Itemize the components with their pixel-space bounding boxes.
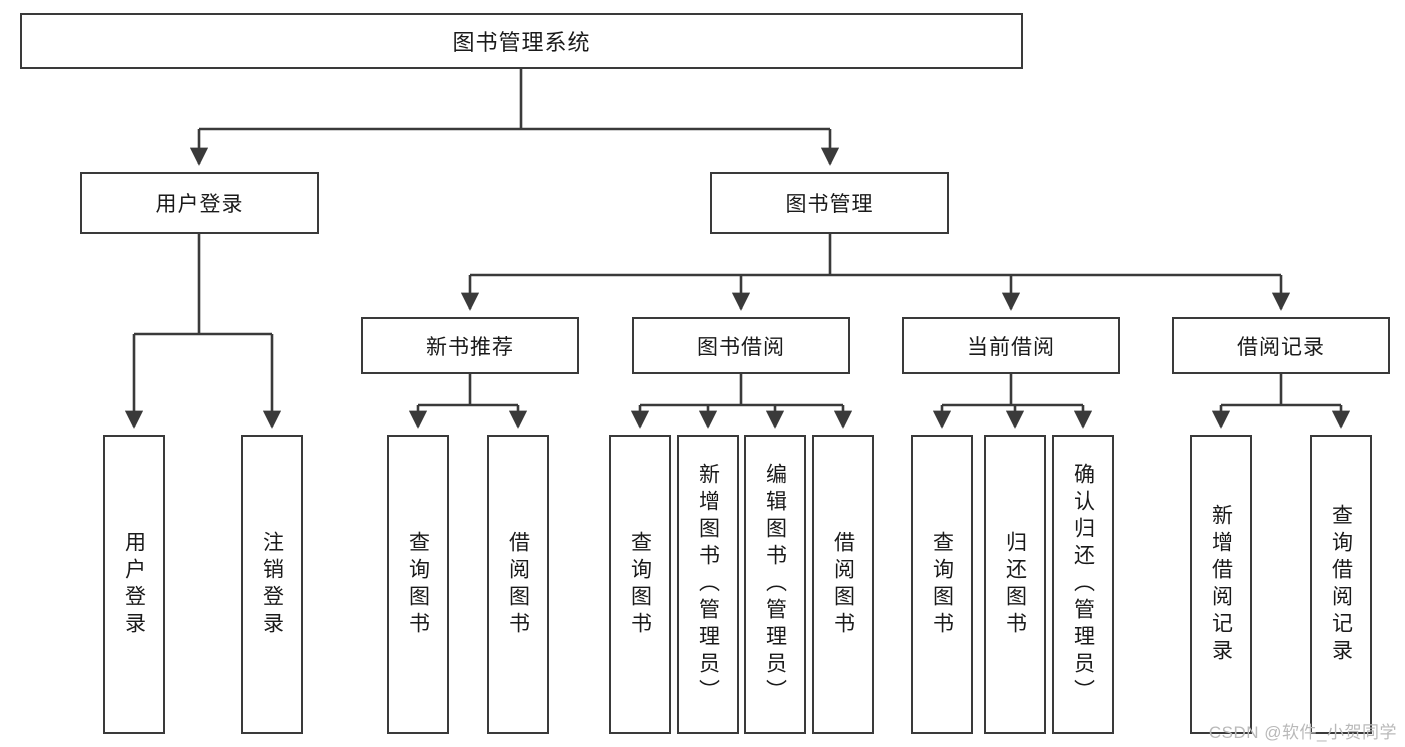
node-leaf-query-book-3[interactable]: 查询图书 <box>911 435 973 734</box>
node-label: 新书推荐 <box>426 335 514 359</box>
node-label: 借阅图书 <box>831 530 855 639</box>
node-leaf-query-record[interactable]: 查询借阅记录 <box>1310 435 1372 734</box>
node-leaf-confirm-return[interactable]: 确认归还（管理员） <box>1052 435 1114 734</box>
node-user-login[interactable]: 用户登录 <box>80 172 319 234</box>
node-leaf-return-book[interactable]: 归还图书 <box>984 435 1046 734</box>
node-label: 用户登录 <box>155 193 244 216</box>
node-leaf-user-login[interactable]: 用户登录 <box>103 435 165 734</box>
node-label: 图书借阅 <box>697 335 785 359</box>
node-label: 借阅记录 <box>1237 335 1325 359</box>
node-label: 图书管理 <box>785 193 874 216</box>
node-book-borrow[interactable]: 图书借阅 <box>632 317 850 374</box>
node-leaf-add-record[interactable]: 新增借阅记录 <box>1190 435 1252 734</box>
node-root-system[interactable]: 图书管理系统 <box>20 13 1023 69</box>
node-label: 新增图书（管理员） <box>696 463 720 706</box>
node-label: 归还图书 <box>1003 530 1027 639</box>
node-leaf-query-book-1[interactable]: 查询图书 <box>387 435 449 734</box>
node-label: 查询图书 <box>406 530 430 639</box>
watermark-text: CSDN @软件_小贺同学 <box>1208 723 1397 742</box>
node-label: 查询借阅记录 <box>1329 503 1353 666</box>
node-label: 新增借阅记录 <box>1209 503 1233 666</box>
node-label: 确认归还（管理员） <box>1071 463 1095 706</box>
node-label: 查询图书 <box>930 530 954 639</box>
node-leaf-query-book-2[interactable]: 查询图书 <box>609 435 671 734</box>
node-label: 注销登录 <box>260 530 284 639</box>
node-new-book-rec[interactable]: 新书推荐 <box>361 317 579 374</box>
node-label: 编辑图书（管理员） <box>763 463 787 706</box>
node-leaf-borrow-book-2[interactable]: 借阅图书 <box>812 435 874 734</box>
node-leaf-add-book[interactable]: 新增图书（管理员） <box>677 435 739 734</box>
node-leaf-logout[interactable]: 注销登录 <box>241 435 303 734</box>
node-leaf-edit-book[interactable]: 编辑图书（管理员） <box>744 435 806 734</box>
node-label: 用户登录 <box>122 530 146 639</box>
node-borrow-record[interactable]: 借阅记录 <box>1172 317 1390 374</box>
node-label: 当前借阅 <box>967 335 1055 359</box>
node-label: 图书管理系统 <box>452 30 591 55</box>
node-label: 查询图书 <box>628 530 652 639</box>
node-leaf-borrow-book-1[interactable]: 借阅图书 <box>487 435 549 734</box>
node-label: 借阅图书 <box>506 530 530 639</box>
node-current-borrow[interactable]: 当前借阅 <box>902 317 1120 374</box>
node-book-manage[interactable]: 图书管理 <box>710 172 949 234</box>
